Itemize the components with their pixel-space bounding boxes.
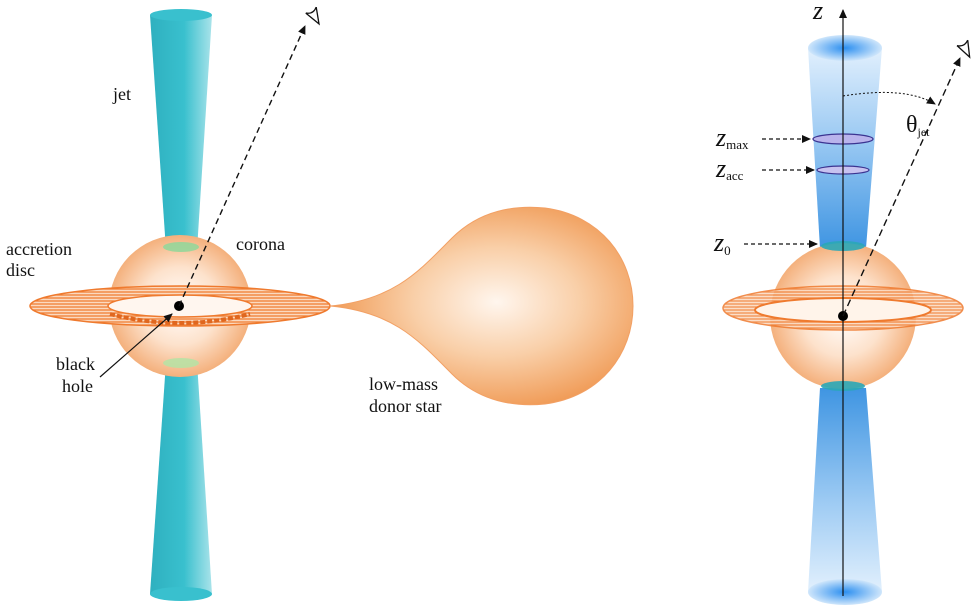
upper-jet-cap — [150, 9, 212, 21]
disc-front-band — [109, 312, 251, 325]
black-hole-label-line1: black — [56, 354, 95, 374]
corona-bottom-patch — [163, 358, 199, 368]
z-0-subscript: 0 — [724, 243, 731, 258]
upper-jet — [150, 15, 212, 250]
upper-blue-jet — [808, 48, 882, 248]
lower-jet — [150, 362, 212, 594]
accretion-disc-label-line1: accretion — [6, 239, 72, 259]
z-max-subscript: max — [726, 137, 749, 152]
donor-star-label-line1: low-mass — [369, 374, 438, 394]
left-panel: jet accretion disc corona black hole low… — [6, 6, 634, 601]
black-hole-pointer — [99, 313, 173, 378]
lower-blue-jet — [808, 388, 882, 592]
theta-symbol: θ — [906, 112, 918, 138]
eye-icon-right — [956, 39, 971, 59]
corona-label: corona — [236, 234, 285, 254]
corona-top-patch — [163, 242, 199, 252]
z-0-label: z0 — [713, 228, 731, 258]
line-of-sight — [178, 25, 306, 307]
line-of-sight-right — [842, 57, 961, 317]
eye-icon — [305, 6, 320, 26]
z-acc-symbol: z — [715, 154, 726, 183]
z-max-symbol: z — [715, 123, 726, 152]
z-acc-subscript: acc — [726, 168, 744, 183]
z-max-label: zmax — [715, 123, 749, 152]
accretion-disc-label-line2: disc — [6, 260, 35, 280]
upper-blue-jet-cap — [808, 35, 882, 61]
theta-subscript: jet — [917, 125, 931, 139]
theta-label: θjet — [906, 112, 930, 139]
donor-star — [329, 206, 634, 406]
z-0-symbol: z — [713, 228, 724, 257]
black-hole-label-line2: hole — [62, 376, 93, 396]
lower-jet-cap — [150, 587, 212, 601]
z-axis-label: z — [812, 0, 823, 25]
donor-star-label-line2: donor star — [369, 396, 441, 416]
right-panel: z θjet zmax zacc z0 — [713, 0, 971, 605]
z-acc-label: zacc — [715, 154, 744, 183]
lower-blue-jet-cap — [808, 579, 882, 605]
jet-label: jet — [112, 84, 131, 104]
